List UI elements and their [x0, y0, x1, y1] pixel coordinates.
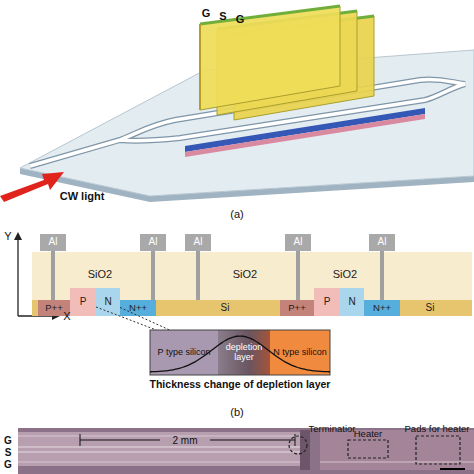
node-text: P++	[280, 300, 314, 316]
node-text: P	[314, 288, 340, 316]
metal-contact: Al	[40, 234, 66, 251]
node-text: N++	[364, 300, 400, 316]
callout-box: Pads for heater	[400, 423, 474, 467]
material-region: P type silicon	[150, 330, 218, 375]
axis-head	[14, 232, 22, 240]
micrograph	[18, 428, 474, 474]
micrograph-band	[18, 432, 308, 466]
node-text: Al	[40, 234, 66, 251]
node-text: Thickness change of depletion layer	[125, 377, 355, 393]
via	[51, 251, 55, 300]
electrode-label: S	[219, 10, 226, 22]
pad-label: G	[4, 435, 12, 446]
node-text: N type silicon	[270, 330, 330, 375]
doped-region: N	[340, 288, 364, 316]
node-text: Al	[369, 234, 395, 251]
metal-contact: Al	[369, 234, 395, 251]
node-text: Al	[185, 234, 211, 251]
light-label: CW light	[60, 190, 105, 202]
node-text: Pads for heater	[400, 423, 474, 435]
doped-region: N++	[364, 300, 400, 316]
leader-line	[120, 307, 170, 330]
silicon-layer: SiSiP++PNN++P++PNN++	[32, 300, 472, 316]
scale-bar	[440, 468, 465, 470]
axis-label: X	[63, 310, 70, 322]
inset-frame	[150, 330, 330, 375]
light-arrow	[0, 172, 64, 202]
panel-label: (b)	[230, 406, 243, 418]
metal-contact: Al	[185, 234, 211, 251]
pad-label: S	[5, 447, 12, 458]
callout-box: Heater	[345, 428, 391, 460]
dashed-circle	[289, 436, 307, 454]
micrograph-line	[18, 436, 300, 437]
doped-region: N++	[120, 300, 156, 316]
node-text: N	[340, 288, 364, 316]
electrode-label: G	[202, 7, 211, 19]
doped-region: P	[314, 288, 340, 316]
node-text: P	[70, 288, 96, 316]
via	[296, 251, 300, 300]
panel-label: (a)	[230, 208, 243, 220]
node-text: Heater	[345, 428, 391, 439]
depletion-curve	[150, 336, 330, 372]
metal-contact: Al	[285, 234, 311, 251]
doped-region: P	[70, 288, 96, 316]
material-region: N type silicon	[270, 330, 330, 375]
micrograph-line	[320, 462, 474, 463]
node-text: SiO2	[315, 266, 375, 284]
dimension-line	[210, 440, 295, 441]
micrograph-line	[18, 452, 300, 453]
node-text: depletion layer	[218, 330, 270, 375]
micrograph-line	[18, 447, 300, 448]
axis-line	[17, 238, 18, 316]
electrode-edge	[199, 24, 201, 110]
electrode-edge	[200, 6, 340, 24]
material-region: depletion layer	[218, 330, 270, 375]
axis-label: Y	[4, 230, 11, 242]
micrograph-line	[18, 462, 300, 463]
dashed-box	[416, 436, 460, 464]
dashed-box	[348, 440, 388, 458]
doped-region: N	[96, 288, 120, 316]
node-text: Al	[285, 234, 311, 251]
dimension-line	[80, 440, 160, 441]
inset-box: Thickness change of depletion layerP typ…	[150, 330, 330, 394]
via	[196, 251, 200, 300]
doped-region: P++	[280, 300, 314, 316]
node-text: SiO2	[215, 266, 275, 284]
micrograph-region	[320, 430, 474, 470]
metal-contact: Al	[140, 234, 166, 251]
node-text: P type silicon	[150, 330, 218, 375]
dimension-label: 2 mm	[173, 435, 198, 446]
node-text: N	[96, 288, 120, 316]
via	[380, 251, 384, 300]
node-text: N++	[120, 300, 156, 316]
dimension-tick	[295, 434, 296, 446]
pad-label: G	[4, 459, 12, 470]
node-text: Si	[415, 300, 445, 316]
leader-line	[96, 307, 156, 330]
electrode-label: G	[236, 13, 245, 25]
node-text: Si	[210, 300, 240, 316]
via	[151, 251, 155, 300]
node-text: Al	[140, 234, 166, 251]
dimension-tick	[80, 434, 81, 446]
node-text: SiO2	[70, 266, 130, 284]
electrode-plate	[200, 6, 340, 110]
